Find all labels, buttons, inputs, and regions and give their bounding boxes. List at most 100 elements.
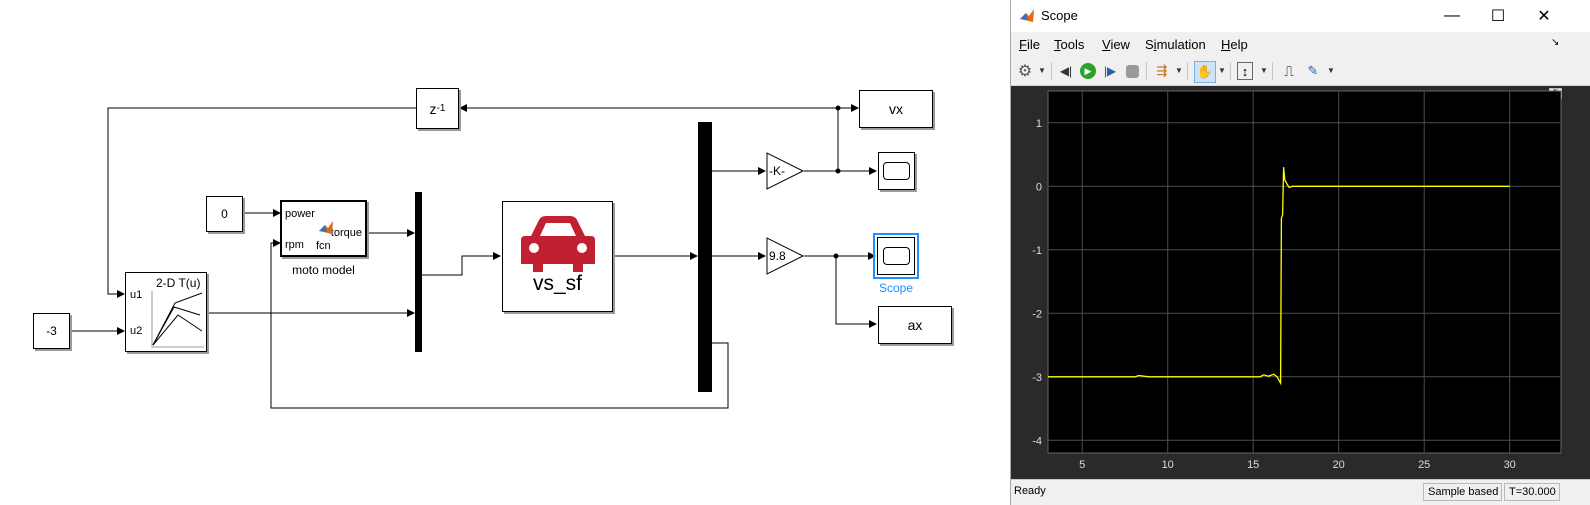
menu-help[interactable]: Help — [1221, 37, 1248, 52]
status-ready: Ready — [1014, 485, 1046, 497]
signal-select-icon[interactable]: ⇶ — [1156, 63, 1168, 78]
line-k-to-vx — [804, 108, 839, 172]
signal-dropdown-icon[interactable]: ▼ — [1175, 66, 1183, 75]
maximize-button[interactable]: ☐ — [1490, 8, 1506, 25]
x-tick-label: 25 — [1418, 459, 1430, 471]
run-icon[interactable]: ▶ — [1078, 61, 1098, 81]
scope-titlebar[interactable]: Scope — ☐ ✕ — [1011, 0, 1590, 32]
y-tick-label: 0 — [1036, 181, 1042, 193]
toolbar-separator — [1146, 62, 1147, 80]
scope-toolbar: ⚙ ▼ ◀| ▶ |▶ ⇶ ▼ ✋ ▼ ↕ ▼ ⎍ ✎ ▼ — [1011, 57, 1590, 86]
ax-outport-block[interactable]: ax — [878, 306, 952, 344]
step-back-icon[interactable]: ◀| — [1059, 64, 1073, 78]
fcn-torque-port: torque — [330, 227, 362, 239]
plot-axes-background — [1047, 90, 1562, 454]
mux-block[interactable] — [415, 192, 422, 352]
constant-zero-block[interactable]: 0 — [206, 196, 243, 232]
unit-delay-text: z — [429, 100, 437, 117]
matlab-logo-icon — [319, 221, 333, 234]
y-tick-label: -2 — [1032, 308, 1042, 320]
menu-simulation[interactable]: Simulation — [1145, 37, 1206, 52]
y-tick-label: 1 — [1036, 118, 1042, 130]
x-tick-label: 5 — [1079, 459, 1085, 471]
line-98-to-ax — [835, 256, 877, 328]
unit-delay-exponent: -1 — [436, 103, 446, 114]
signal-lines — [71, 104, 877, 409]
y-tick-label: -3 — [1032, 372, 1042, 384]
junction-98 — [833, 253, 839, 259]
scale-axes-icon[interactable]: ↕ — [1237, 62, 1253, 80]
x-tick-label: 30 — [1504, 459, 1516, 471]
step-forward-icon[interactable]: |▶ — [1103, 64, 1117, 78]
scope-window[interactable]: Scope — ☐ ✕ File Tools View Simulation H… — [1010, 0, 1590, 505]
signal-line — [1048, 167, 1510, 386]
dock-arrow-icon[interactable]: ↘ — [1551, 37, 1560, 48]
lookup-u2-port: u2 — [130, 325, 143, 337]
model-canvas[interactable]: z-1 vx Scope ax 0 -3 power rpm torque fc… — [0, 0, 1010, 505]
x-tick-label: 10 — [1162, 459, 1174, 471]
ax-label: ax — [907, 317, 923, 333]
menu-view[interactable]: View — [1102, 37, 1130, 52]
measurements-dropdown-icon[interactable]: ▼ — [1327, 66, 1335, 75]
matlab-scope-icon — [1020, 9, 1034, 22]
gain-98-shape — [766, 237, 805, 275]
junction-k — [835, 168, 841, 174]
gain-k-shape — [766, 152, 805, 190]
toolbar-separator — [1187, 62, 1188, 80]
demux-block[interactable] — [698, 122, 712, 392]
scope1-screen-icon — [883, 162, 910, 180]
scope-statusbar: Ready Sample based T=30.000 — [1011, 479, 1590, 505]
pan-hand-icon[interactable]: ✋ — [1194, 61, 1216, 83]
scope-screen-icon — [882, 247, 910, 265]
x-tick-label: 15 — [1247, 459, 1259, 471]
gain-k-label: -K- — [769, 164, 785, 178]
gain-98-label: 9.8 — [769, 249, 786, 263]
lookup-title: 2-D T(u) — [156, 276, 201, 290]
vx-outport-block[interactable]: vx — [859, 90, 933, 128]
scope-title: Scope — [1041, 8, 1078, 23]
constant-neg3-block[interactable]: -3 — [33, 313, 70, 349]
menu-tools[interactable]: Tools — [1054, 37, 1085, 52]
y-tick-label: -1 — [1032, 245, 1042, 257]
unit-delay-block[interactable]: z-1 — [416, 88, 459, 129]
constant-neg3-value: -3 — [46, 324, 57, 338]
settings-gear-icon[interactable]: ⚙ — [1017, 63, 1033, 80]
constant-zero-value: 0 — [221, 207, 228, 221]
zoom-dropdown-icon[interactable]: ▼ — [1218, 66, 1226, 75]
vx-label: vx — [889, 101, 903, 117]
lookup-graph-icon — [151, 291, 204, 348]
junction-vx — [835, 105, 841, 111]
x-tick-label: 20 — [1333, 459, 1345, 471]
lookup-2d-block[interactable]: 2-D T(u) u1 u2 — [125, 272, 207, 352]
line-delay-to-u1 — [107, 107, 416, 298]
measurements-icon[interactable]: ✎ — [1307, 63, 1319, 78]
moto-model-fcn-block[interactable]: power rpm torque fcn — [280, 200, 367, 257]
menu-file[interactable]: File — [1019, 37, 1040, 52]
moto-model-label: moto model — [292, 263, 355, 277]
lookup-u1-port: u1 — [130, 289, 143, 301]
toolbar-separator — [1272, 62, 1273, 80]
status-time: T=30.000 — [1504, 483, 1560, 501]
line-rpm-feedback — [270, 239, 729, 409]
y-tick-label: -4 — [1032, 435, 1042, 447]
scope-block[interactable] — [877, 237, 915, 275]
fcn-rpm-port: rpm — [285, 239, 304, 251]
scale-dropdown-icon[interactable]: ▼ — [1260, 66, 1268, 75]
vehicle-sfunction-block[interactable]: vs_sf — [502, 201, 613, 312]
line-mux-to-vehicle — [422, 252, 501, 276]
minimize-button[interactable]: — — [1444, 7, 1460, 24]
toolbar-separator — [1051, 62, 1052, 80]
scope-menubar: File Tools View Simulation Help ↘ — [1011, 32, 1590, 56]
vehicle-name-label: vs_sf — [532, 272, 582, 295]
status-sample-mode: Sample based — [1423, 483, 1502, 501]
settings-dropdown-icon[interactable]: ▼ — [1038, 66, 1046, 75]
stop-icon[interactable] — [1122, 61, 1142, 81]
toolbar-separator — [1230, 62, 1231, 80]
close-button[interactable]: ✕ — [1537, 8, 1551, 25]
car-icon — [520, 216, 595, 272]
scope1-block[interactable] — [878, 152, 915, 190]
fcn-power-port: power — [285, 208, 315, 220]
scope-block-label: Scope — [878, 281, 914, 295]
triggers-icon[interactable]: ⎍ — [1284, 62, 1294, 79]
